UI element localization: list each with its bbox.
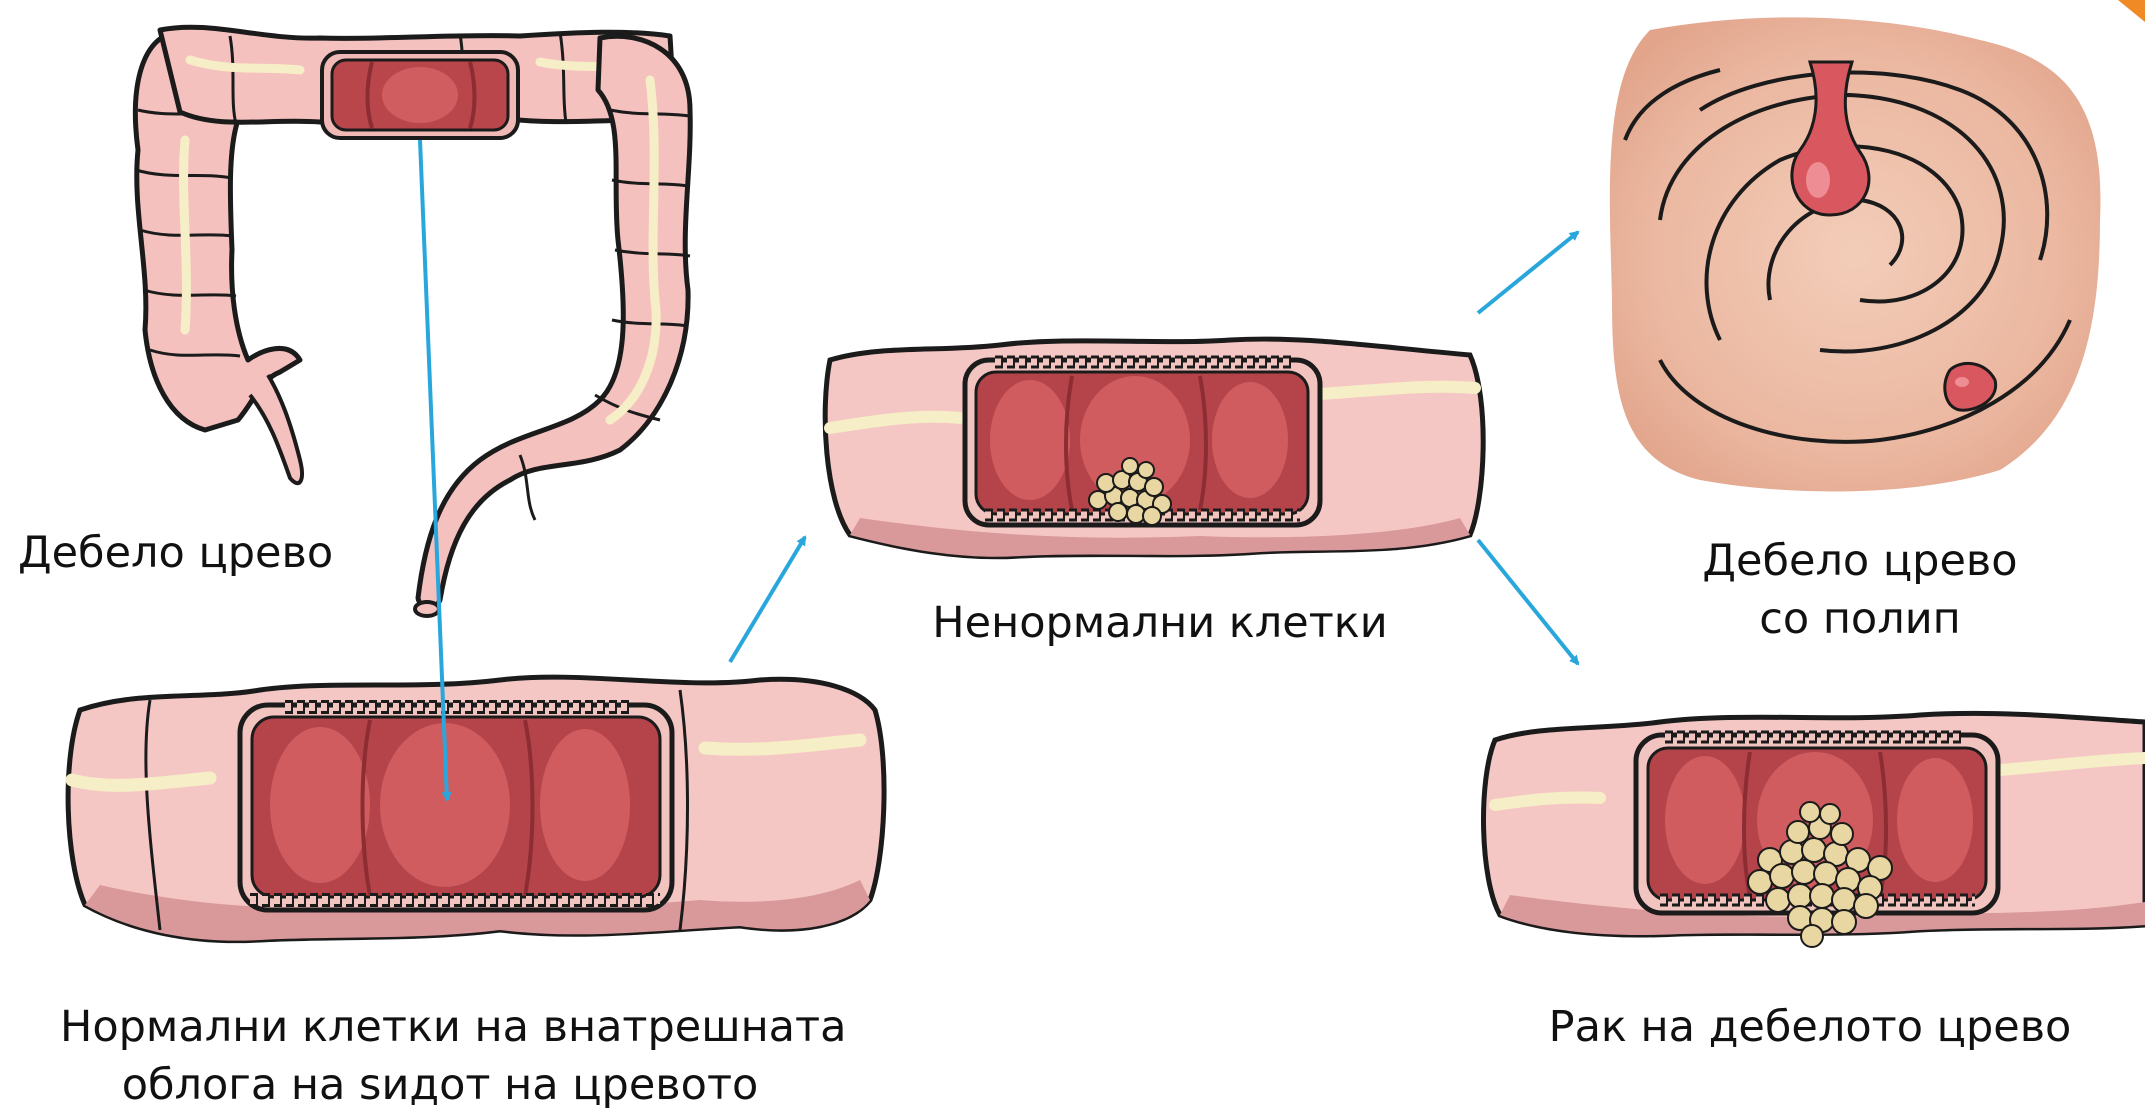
- label-normal-cells: Нормални клетки на внатрешната облога на…: [60, 998, 820, 1114]
- arrow-normal-to-abnormal: [730, 537, 805, 662]
- label-normal-cells-line-1: Нормални клетки на внатрешната: [60, 998, 820, 1056]
- corner-accent: [2118, 0, 2145, 22]
- label-polyp: Дебело црево со полип: [1640, 532, 2080, 648]
- label-abnormal-cells: Ненормални клетки: [880, 594, 1440, 652]
- arrow-abnormal-to-cancer: [1478, 540, 1578, 664]
- label-normal-cells-line-2: облога на ѕидот на цревото: [60, 1056, 820, 1114]
- abnormal-colon-segment: [825, 339, 1483, 557]
- arrow-abnormal-to-polyp: [1478, 232, 1578, 313]
- label-abnormal-cells-text: Ненормални клетки: [880, 594, 1440, 652]
- normal-colon-segment: [68, 677, 884, 941]
- cancer-colon-segment: [1484, 713, 2145, 947]
- label-colon-text: Дебело црево: [18, 524, 333, 582]
- label-polyp-line-1: Дебело црево: [1640, 532, 2080, 590]
- label-cancer-text: Рак на дебелото црево: [1540, 998, 2080, 1056]
- label-colon: Дебело црево: [18, 524, 333, 582]
- colon-polyp-view: [1610, 17, 2101, 491]
- label-polyp-line-2: со полип: [1640, 590, 2080, 648]
- label-cancer: Рак на дебелото црево: [1540, 998, 2080, 1056]
